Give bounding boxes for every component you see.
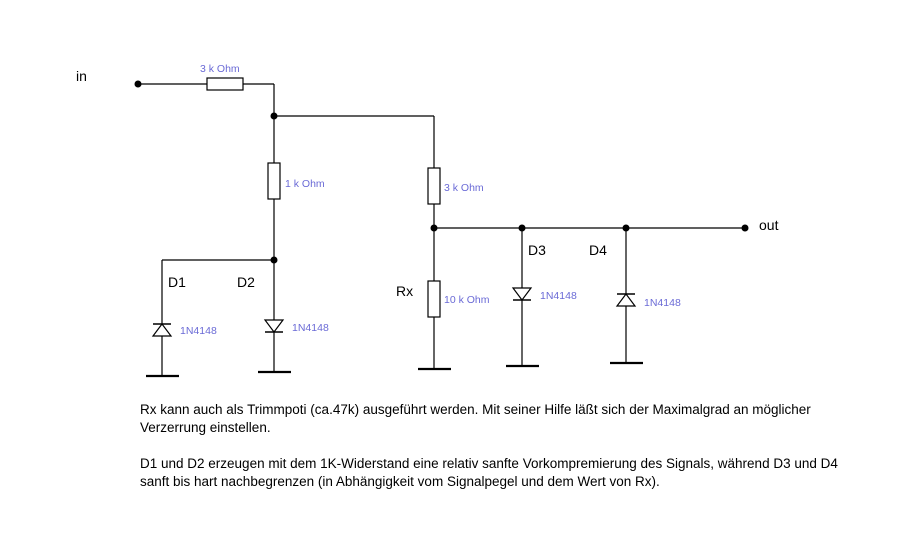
diode-d3 (511, 287, 533, 301)
diode-d1-type: 1N4148 (180, 325, 217, 337)
d4-section: D4 1N4148 (589, 228, 681, 365)
output-terminal (741, 224, 749, 232)
output-label: out (759, 217, 779, 233)
upper-junction-section (270, 112, 435, 168)
diode-d1 (151, 323, 173, 337)
resistor-r2 (267, 162, 281, 200)
d3-section: D3 1N4148 (506, 228, 577, 368)
output-section: 3 k Ohm out (427, 167, 779, 233)
input-label: in (76, 68, 87, 84)
diode-d2-name: D2 (237, 274, 255, 290)
input-section: in 3 k Ohm (76, 63, 275, 116)
diode-d1-name: D1 (168, 274, 186, 290)
note-rx: Rx kann auch als Trimmpoti (ca.47k) ausg… (140, 402, 811, 435)
note-diodes: D1 und D2 erzeugen mit dem 1K-Widerstand… (140, 456, 838, 489)
resistor-rx (427, 280, 441, 318)
diode-d2-type: 1N4148 (292, 322, 329, 334)
resistor-r3-value: 3 k Ohm (444, 182, 484, 194)
explanation-text: Rx kann auch als Trimmpoti (ca.47k) ausg… (140, 401, 860, 509)
diode-d2 (263, 319, 285, 333)
resistor-rx-value: 10 k Ohm (444, 294, 490, 306)
pre-compression-section: 1 k Ohm D1 1N4148 D2 1N4148 (146, 162, 329, 378)
diode-d3-name: D3 (528, 242, 546, 258)
diode-d4 (615, 293, 637, 307)
resistor-r2-value: 1 k Ohm (285, 178, 325, 190)
diode-d4-type: 1N4148 (644, 297, 681, 309)
diode-d3-type: 1N4148 (540, 290, 577, 302)
resistor-r3 (427, 167, 441, 205)
resistor-rx-name: Rx (396, 283, 413, 299)
rx-section: Rx 10 k Ohm (396, 228, 490, 371)
resistor-r1 (206, 77, 244, 91)
resistor-r1-value: 3 k Ohm (200, 63, 240, 75)
diode-d4-name: D4 (589, 242, 607, 258)
